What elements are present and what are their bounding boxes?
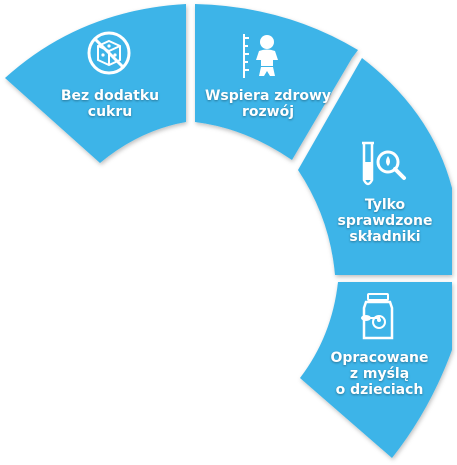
label-made-for-children: Opracowane z myślą o dzieciach (330, 350, 429, 398)
baby-food-jar-icon (361, 293, 394, 340)
baby-growth-icon (243, 34, 278, 78)
no-sugar-dice-icon (87, 31, 131, 75)
label-healthy-growth: Wspiera zdrowy rozwój (204, 88, 332, 120)
segment-verified-ingredients (298, 58, 452, 275)
segment-made-for-children (300, 282, 452, 458)
segment-healthy-growth (195, 4, 358, 160)
segment-no-sugar (5, 4, 186, 163)
test-tube-magnifier-icon (362, 141, 406, 186)
label-no-sugar: Bez dodatku cukru (60, 88, 160, 120)
label-verified-ingredients: Tylko sprawdzone składniki (337, 197, 433, 245)
